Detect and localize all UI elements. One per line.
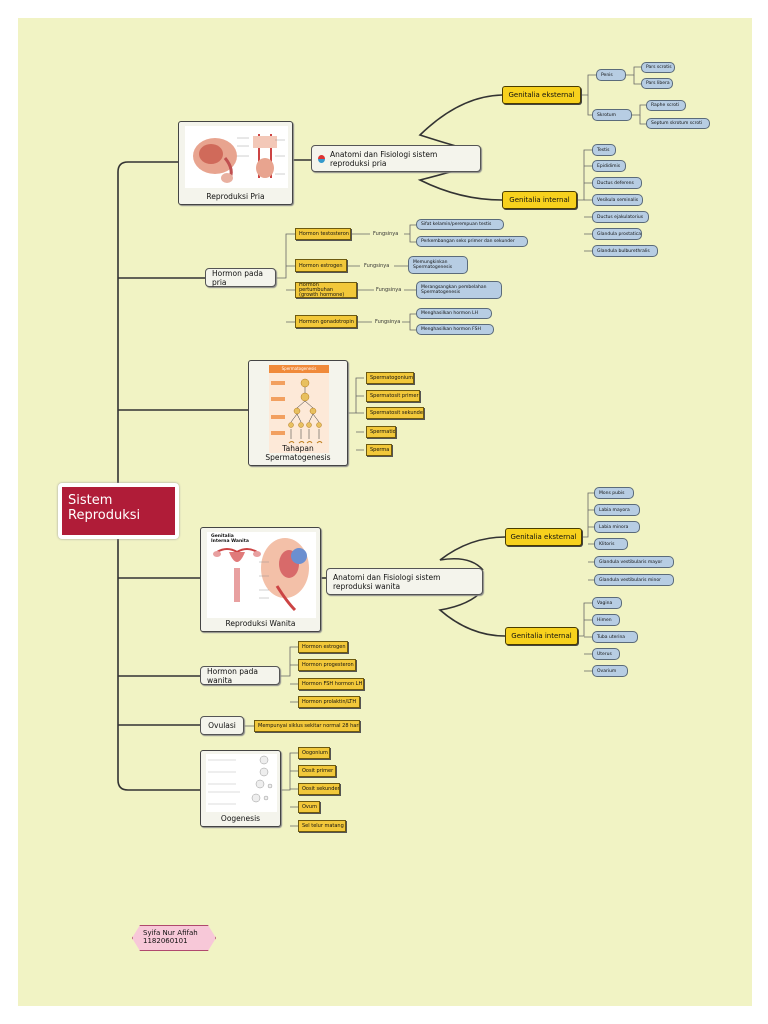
female-eksternal-item[interactable]: Mons pubis <box>594 487 634 499</box>
oogenesis-stage[interactable]: Oosit primer <box>298 765 336 777</box>
male-penis-sub-2[interactable]: Pars libera <box>641 78 673 89</box>
oogenesis-illustration <box>206 754 277 812</box>
female-eksternal-item[interactable]: Glandula vestibularis mayor <box>594 556 674 568</box>
fungsinya-label: Fungsinya <box>375 319 401 325</box>
sperm-stage[interactable]: Spermatosit primer <box>366 390 420 402</box>
female-internal-item[interactable]: Vagina <box>592 597 622 609</box>
hormon-function[interactable]: Merangsangkan pembelahan Spermatogenesis <box>416 281 502 299</box>
male-genitalia-internal[interactable]: Genitalia internal <box>502 191 577 209</box>
male-anatomy-illustration <box>185 126 288 188</box>
male-internal-item[interactable]: Glandula bulburethralis <box>592 245 658 257</box>
hormon-wanita-item[interactable]: Hormon FSH hormon LH <box>298 678 364 690</box>
info-icon <box>318 154 325 163</box>
male-skrotum-sub-2[interactable]: Septum skrotum scroti <box>646 118 710 129</box>
male-genitalia-eksternal[interactable]: Genitalia eksternal <box>502 86 581 104</box>
hormon-pria-item[interactable]: Hormon estrogen <box>295 259 347 272</box>
hormon-wanita-item[interactable]: Hormon prolaktin/LTH <box>298 696 360 708</box>
spermatogenesis-image-title: Spermatogenesis <box>269 365 329 373</box>
male-internal-item[interactable]: Ductus deferens <box>592 177 642 189</box>
hormon-pria-topic[interactable]: Hormon pada pria <box>205 268 276 287</box>
female-eksternal-item[interactable]: Glandula vestibularis minor <box>594 574 674 586</box>
female-eksternal-item[interactable]: Labia minora <box>594 521 640 533</box>
female-eksternal-item[interactable]: Klitoris <box>594 538 628 550</box>
root-title-line2: Reproduksi <box>68 508 141 523</box>
male-reproduction-image-topic[interactable]: Reproduksi Pria <box>178 121 293 205</box>
male-skrotum-node[interactable]: Skrotum <box>592 109 632 121</box>
hormon-function[interactable]: Menghasilkan hormon LH <box>416 308 492 319</box>
male-internal-item[interactable]: Vesikula seminalis <box>592 194 643 206</box>
hormon-function[interactable]: Sifat kelamin/perempuan testis <box>416 219 504 230</box>
hormon-wanita-item[interactable]: Hormon estrogen <box>298 641 348 653</box>
female-eksternal-item[interactable]: Labia mayora <box>594 504 640 516</box>
male-image-caption: Reproduksi Pria <box>206 192 265 201</box>
spermatogenesis-caption: Tahapan Spermatogenesis <box>265 444 331 462</box>
female-genitalia-eksternal[interactable]: Genitalia eksternal <box>505 528 582 546</box>
oogenesis-stage[interactable]: Sel telur matang <box>298 820 346 832</box>
spermatogenesis-image-topic[interactable]: Spermatogenesis Tahapan Spermatogenesis <box>248 360 348 466</box>
male-anatomy-topic[interactable]: Anatomi dan Fisiologi sistem reproduksi … <box>311 145 481 172</box>
female-image-title: Genitalia Interna Wanita <box>211 534 249 544</box>
fungsinya-label: Fungsinya <box>373 231 399 237</box>
oogenesis-stage[interactable]: Oosit sekunder <box>298 783 340 795</box>
female-internal-item[interactable]: Tuba uterina <box>592 631 638 643</box>
root-title-line1: Sistem <box>68 493 113 508</box>
female-internal-item[interactable]: Uterus <box>592 648 620 660</box>
ovulasi-topic[interactable]: Ovulasi <box>200 716 244 735</box>
spermatogenesis-illustration: Spermatogenesis <box>269 365 329 453</box>
hormon-pria-item[interactable]: Hormon testosteron <box>295 228 351 240</box>
female-internal-item[interactable]: Himen <box>592 614 620 626</box>
author-id: 1182060101 <box>143 937 188 945</box>
sperm-stage[interactable]: Spermatosit sekunder <box>366 407 424 419</box>
author-name: Syifa Nur Afifah <box>143 929 198 937</box>
male-internal-item[interactable]: Ductus ejakulatorius <box>592 211 649 223</box>
hormon-wanita-topic[interactable]: Hormon pada wanita <box>200 666 280 685</box>
male-internal-item[interactable]: Testis <box>592 144 616 156</box>
sperm-stage[interactable]: Spermatogonium <box>366 372 414 384</box>
fungsinya-label: Fungsinya <box>364 263 390 269</box>
female-anatomy-illustration: Genitalia Interna Wanita <box>207 532 316 618</box>
hormon-wanita-item[interactable]: Hormon progesteron <box>298 659 356 671</box>
hormon-pria-item[interactable]: Hormon pertumbuhan (growth hormone) <box>295 282 357 298</box>
hormon-pria-item[interactable]: Hormon gonadotropin <box>295 315 357 328</box>
male-internal-item[interactable]: Epididimis <box>592 160 626 172</box>
sperm-stage[interactable]: Spermatid <box>366 426 396 438</box>
female-internal-item[interactable]: Ovarium <box>592 665 628 677</box>
fungsinya-label: Fungsinya <box>376 287 402 293</box>
oogenesis-stage[interactable]: Oogonium <box>298 747 330 759</box>
hormon-function[interactable]: Memungkinkan Spermatogenesis <box>408 256 468 274</box>
oogenesis-image-topic[interactable]: Oogenesis <box>200 750 281 827</box>
hormon-function[interactable]: Menghasilkan hormon FSH <box>416 324 494 335</box>
male-internal-item[interactable]: Glandula prostatica <box>592 228 642 240</box>
female-image-caption: Reproduksi Wanita <box>225 619 296 628</box>
sperm-stage[interactable]: Sperma <box>366 444 392 456</box>
oogenesis-stage[interactable]: Ovum <box>298 801 320 813</box>
female-anatomy-topic[interactable]: Anatomi dan Fisiologi sistem reproduksi … <box>326 568 483 595</box>
male-penis-sub-1[interactable]: Pars scrotis <box>641 62 675 73</box>
ovulasi-note[interactable]: Mempunyai siklus sekitar normal 28 hari <box>254 720 360 732</box>
hormon-function[interactable]: Perkembangan seks primer dan sekunder <box>416 236 528 247</box>
female-genitalia-internal[interactable]: Genitalia internal <box>505 627 578 645</box>
oogenesis-caption: Oogenesis <box>220 814 261 823</box>
male-skrotum-sub-1[interactable]: Raphe scroti <box>646 100 686 111</box>
male-anatomy-title: Anatomi dan Fisiologi sistem reproduksi … <box>329 149 438 168</box>
author-label[interactable]: Syifa Nur Afifah 1182060101 <box>132 925 216 951</box>
female-reproduction-image-topic[interactable]: Genitalia Interna Wanita Reproduksi Wani… <box>200 527 321 632</box>
male-penis-node[interactable]: Penis <box>596 69 626 81</box>
root-topic[interactable]: Sistem Reproduksi <box>58 483 179 539</box>
